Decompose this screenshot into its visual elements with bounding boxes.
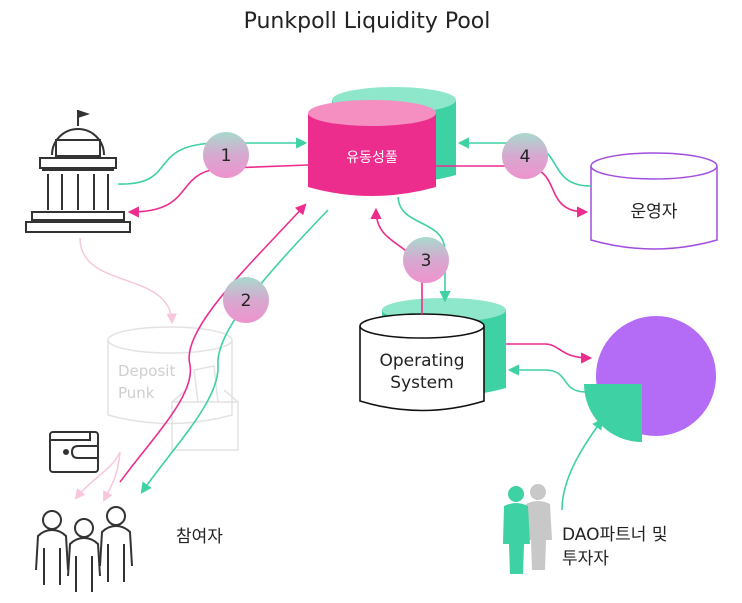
operating-system-label-line2: System (390, 373, 453, 393)
government-building-icon (25, 110, 131, 233)
liquidity-pool-cylinder: 유동성풀 (308, 87, 456, 196)
arrow-building-to-deposit (79, 237, 177, 325)
participants-label: 참여자 (176, 527, 223, 547)
arrow-deposit-to-people-1 (74, 451, 121, 500)
diagram-title: Punkpoll Liquidity Pool (244, 9, 491, 34)
operating-system-cylinder: Operating System (359, 298, 506, 412)
operator-cylinder: 운영자 (590, 152, 718, 250)
dao-label-line1: DAO파트너 및 (562, 525, 667, 545)
arrow-pool-to-participants (140, 209, 329, 494)
business-people-icon (503, 484, 552, 574)
arrow-pie-to-os (507, 364, 587, 393)
arrow-deposit-to-people-2 (103, 451, 121, 502)
step-badge-1: 1 (203, 132, 249, 178)
deposit-punk-cylinder: Deposit Punk (107, 326, 233, 425)
operating-system-label-line1: Operating (380, 351, 465, 371)
share-pie-chart (584, 316, 716, 442)
dao-label-line2: 투자자 (562, 549, 609, 569)
step-number-3: 3 (421, 251, 432, 271)
deposit-label-line2: Punk (118, 384, 155, 402)
step-number-2: 2 (241, 291, 252, 311)
ballot-box-icon (171, 365, 239, 451)
step-number-1: 1 (221, 146, 232, 166)
arrow-os-to-pie (506, 343, 593, 364)
step-badge-3: 3 (403, 237, 449, 283)
deposit-label-line1: Deposit (118, 362, 175, 380)
liquidity-pool-label: 유동성풀 (346, 150, 398, 166)
arrow-dao-to-pie (561, 418, 604, 511)
people-icon (35, 506, 133, 592)
step-badge-4: 4 (502, 133, 548, 179)
step-badge-2: 2 (223, 277, 269, 323)
wallet-icon (49, 431, 99, 473)
operator-label: 운영자 (631, 202, 678, 222)
step-number-4: 4 (520, 147, 531, 167)
arrow-participants-to-pool (119, 203, 307, 483)
